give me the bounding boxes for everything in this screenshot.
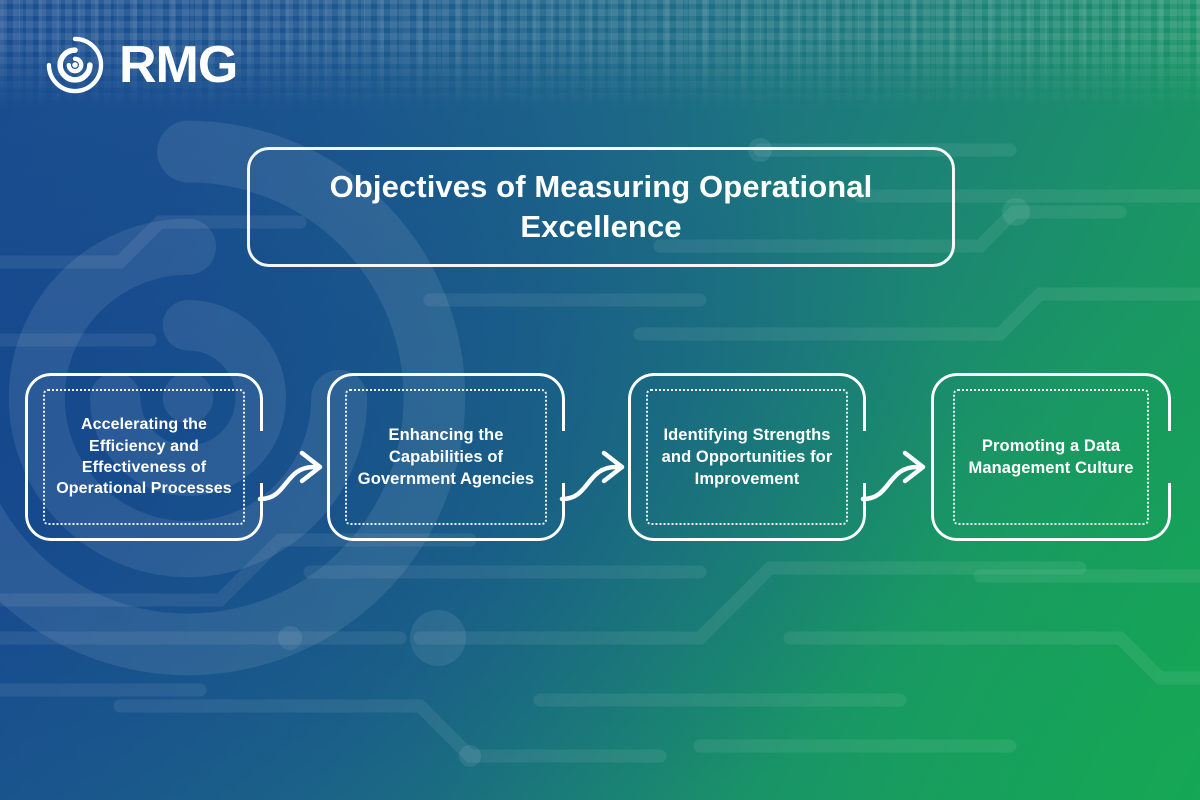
card-inner-dotted-border: Accelerating the Efficiency and Effectiv…	[43, 389, 245, 525]
flow-step-card-2[interactable]: Enhancing the Capabilities of Government…	[327, 373, 565, 541]
rmg-spiral-logo-icon	[44, 34, 106, 96]
process-flow: Accelerating the Efficiency and Effectiv…	[0, 373, 1200, 541]
card-outer-border	[931, 373, 1171, 541]
flow-step-card-3[interactable]: Identifying Strengths and Opportunities …	[628, 373, 866, 541]
page-title: Objectives of Measuring Operational Exce…	[329, 168, 873, 244]
flow-step-card-1[interactable]: Accelerating the Efficiency and Effectiv…	[25, 373, 263, 541]
card-inner-dotted-border: Identifying Strengths and Opportunities …	[646, 389, 848, 525]
brand-name: RMG	[119, 36, 238, 94]
brand-logo[interactable]: RMG	[44, 34, 238, 96]
card-inner-dotted-border: Promoting a Data Management Culture	[953, 389, 1149, 525]
card-outer-border	[25, 373, 263, 541]
flow-step-card-4[interactable]: Promoting a Data Management Culture	[931, 373, 1171, 541]
card-outer-border	[327, 373, 565, 541]
card-inner-dotted-border: Enhancing the Capabilities of Government…	[345, 389, 547, 525]
flow-step-label-2: Enhancing the Capabilities of Government…	[357, 425, 535, 489]
flow-step-label-1: Accelerating the Efficiency and Effectiv…	[56, 416, 232, 498]
flow-step-label-4: Promoting a Data Management Culture	[968, 436, 1134, 477]
flow-step-label-3: Identifying Strengths and Opportunities …	[661, 425, 833, 489]
card-outer-border	[628, 373, 866, 541]
title-banner: Objectives of Measuring Operational Exce…	[247, 147, 955, 267]
